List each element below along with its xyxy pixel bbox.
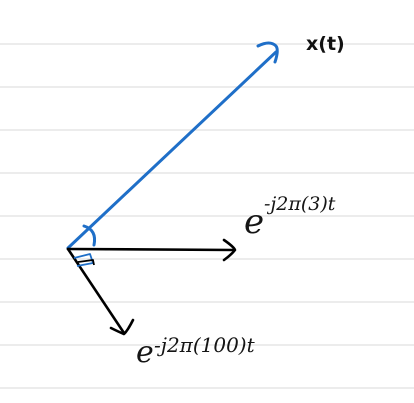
basis-3-label-base: e [244, 202, 264, 242]
basis-100-label-base: e [136, 335, 154, 370]
signal-vector-arrowhead [256, 41, 279, 64]
basis-100-label: e -j2π(100)t [136, 333, 256, 370]
basis-3-label-exponent: -j2π(3)t [264, 193, 336, 215]
signal-vector-shaft [66, 50, 278, 250]
ruled-lines [0, 43, 414, 389]
signal-label: x(t) [306, 33, 345, 55]
basis-vector-3 [66, 238, 237, 262]
right-angle-marker [77, 259, 95, 266]
signal-vector [66, 41, 279, 250]
basis-vector-3-shaft [66, 247, 236, 252]
basis-vector-100 [66, 247, 135, 336]
basis-vector-100-arrowhead [109, 318, 135, 336]
basis-100-label-exponent: -j2π(100)t [154, 333, 256, 357]
right-angle-marker-blue [73, 253, 94, 267]
basis-3-label: e -j2π(3)t [244, 193, 336, 242]
basis-vector-3-arrowhead [222, 238, 237, 262]
angle-arc [82, 224, 96, 247]
basis-vector-100-shaft [66, 247, 126, 335]
